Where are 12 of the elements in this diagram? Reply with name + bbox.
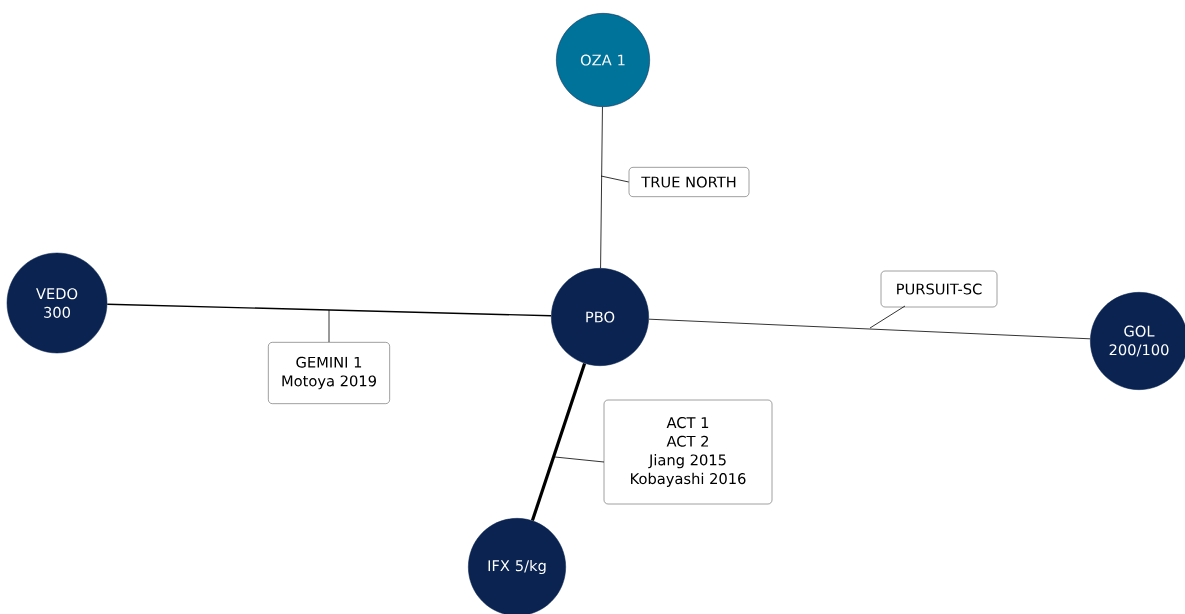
leader-line [600, 175, 630, 183]
connector-line [600, 106, 603, 269]
study-label-box: ACT 1 ACT 2 Jiang 2015 Kobayashi 2016 [603, 399, 773, 505]
study-label-box: GEMINI 1 Motoya 2019 [268, 342, 390, 404]
study-label-box: TRUE NORTH [628, 167, 750, 197]
connector-line [530, 362, 587, 522]
study-label-box: PURSUIT-SC [880, 270, 998, 308]
leader-line [869, 305, 906, 329]
leader-line [554, 456, 605, 463]
leader-line [328, 309, 330, 343]
connector-line [648, 318, 1091, 340]
connector-line [106, 303, 552, 317]
